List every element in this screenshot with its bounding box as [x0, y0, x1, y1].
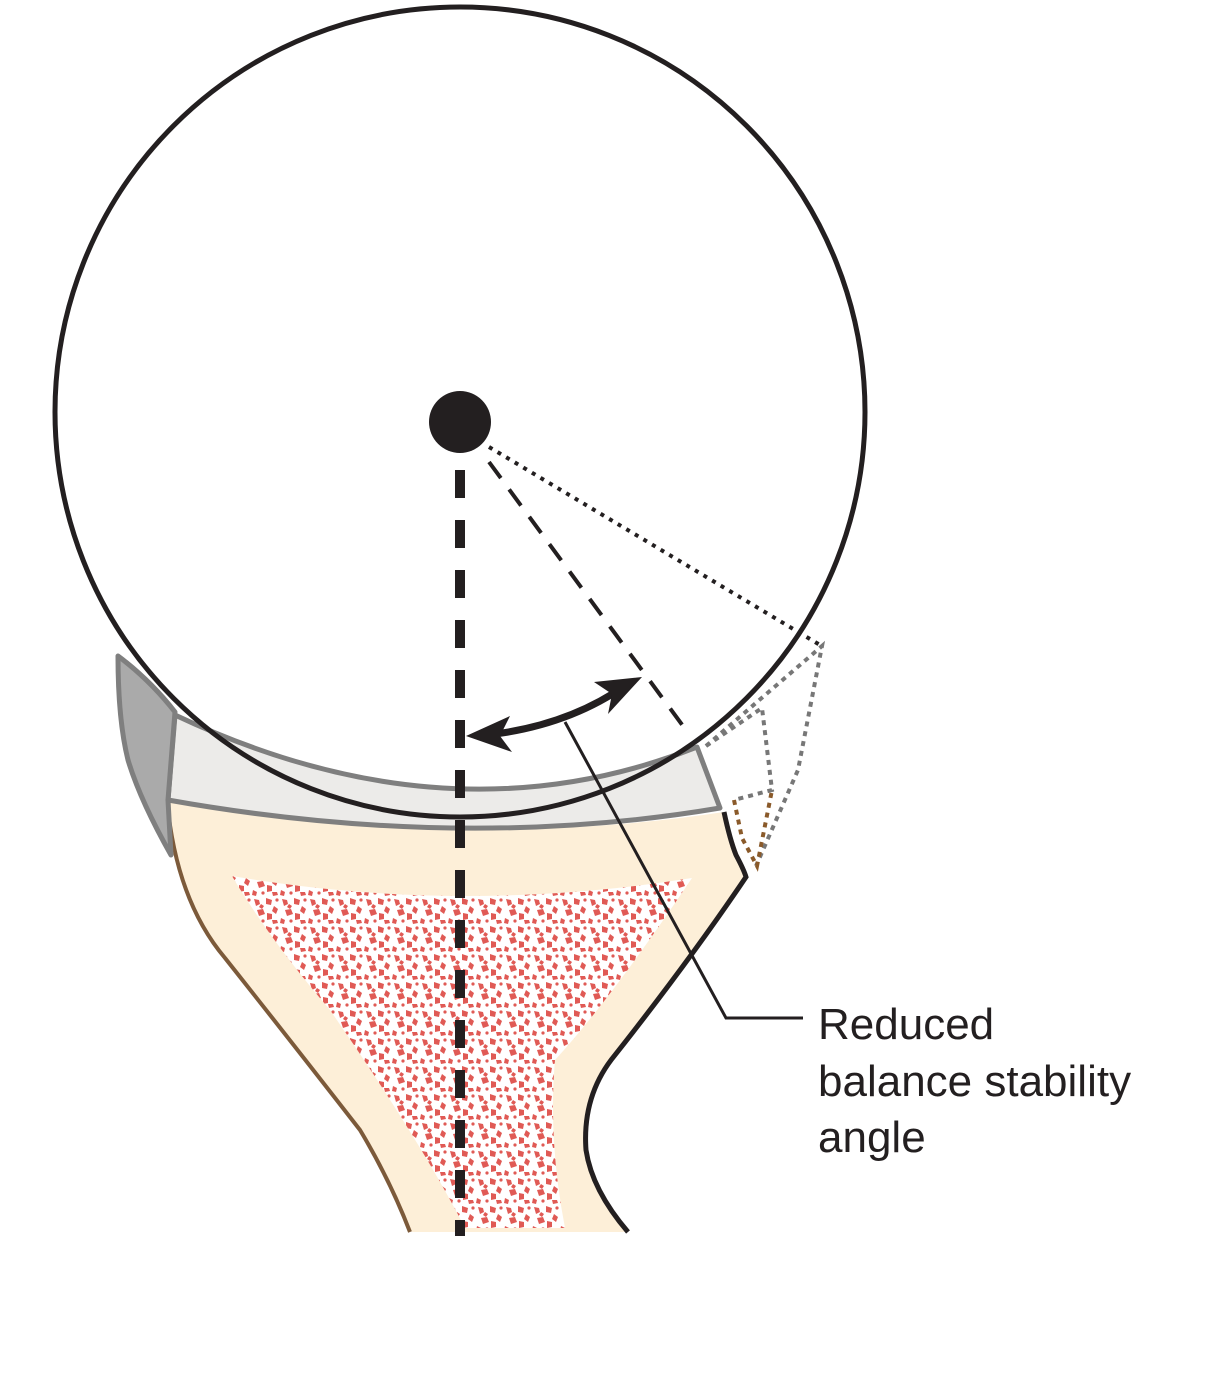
angle-arrow [466, 677, 642, 752]
articular-cartilage [165, 712, 723, 831]
bone-right-edge [583, 811, 749, 1234]
original-angle-line [487, 445, 822, 647]
callout-line-2: balance stability [818, 1057, 1131, 1106]
glenoid-labrum [115, 653, 178, 858]
callout-leader-line [563, 721, 803, 1020]
bony-defect-outline [704, 640, 826, 872]
callout-line-1: Reduced [818, 1000, 994, 1049]
callout-line-3: angle [818, 1113, 926, 1162]
center-point-icon [429, 391, 491, 453]
reduced-angle-line [487, 460, 685, 728]
cancellous-bone [232, 876, 692, 1228]
bone-left-edge [165, 799, 412, 1233]
humeral-head [52, 4, 868, 820]
callout-label: Reduced balance stability angle [818, 1000, 1135, 1162]
